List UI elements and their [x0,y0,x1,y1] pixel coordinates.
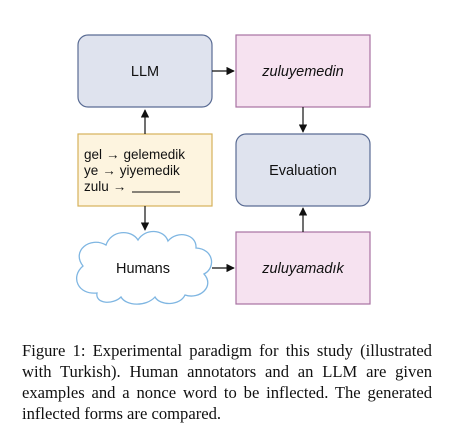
human-output-shape [235,231,371,305]
examples-box: gel→gelemedik ye→yiyemedik zulu→ [77,133,213,207]
figure-caption: Figure 1: Experimental paradigm for this… [22,340,432,424]
llm-box: LLM [77,34,213,108]
llm-label: LLM [131,64,159,80]
example-1-arrow: → [106,147,120,162]
example-1-source: gel [84,147,102,162]
example-2-target: yiyemedik [120,163,180,178]
humans-cloud: Humans [76,230,213,305]
human-output-box: zuluyamadık [235,231,371,305]
example-row-3: zulu → [84,179,126,194]
cloud-shape [76,230,213,305]
llm-output-word: zuluyemedin [261,64,343,80]
caption-text: Experimental paradigm for this study (il… [22,341,432,423]
example-2-source: ye [84,163,98,178]
paradigm-diagram: LLM zuluyemedin gel→gelemedik ye→yiyemed… [76,34,371,305]
evaluation-label: Evaluation [269,163,337,179]
example-1-target: gelemedik [124,147,186,162]
example-row-1: gel → gelemedik [84,147,185,162]
humans-label: Humans [116,261,170,277]
llm-output-shape [235,34,371,108]
caption-label: Figure 1: [22,341,86,360]
evaluation-box-shape [235,133,371,207]
example-2-arrow: → [102,163,116,178]
example-3-source: zulu [84,179,109,194]
human-output-word: zuluyamadık [261,261,344,277]
llm-output-box: zuluyemedin [235,34,371,108]
example-row-2: ye → yiyemedik [84,163,180,178]
example-3-arrow: → [113,179,127,194]
evaluation-box: Evaluation [235,133,371,207]
